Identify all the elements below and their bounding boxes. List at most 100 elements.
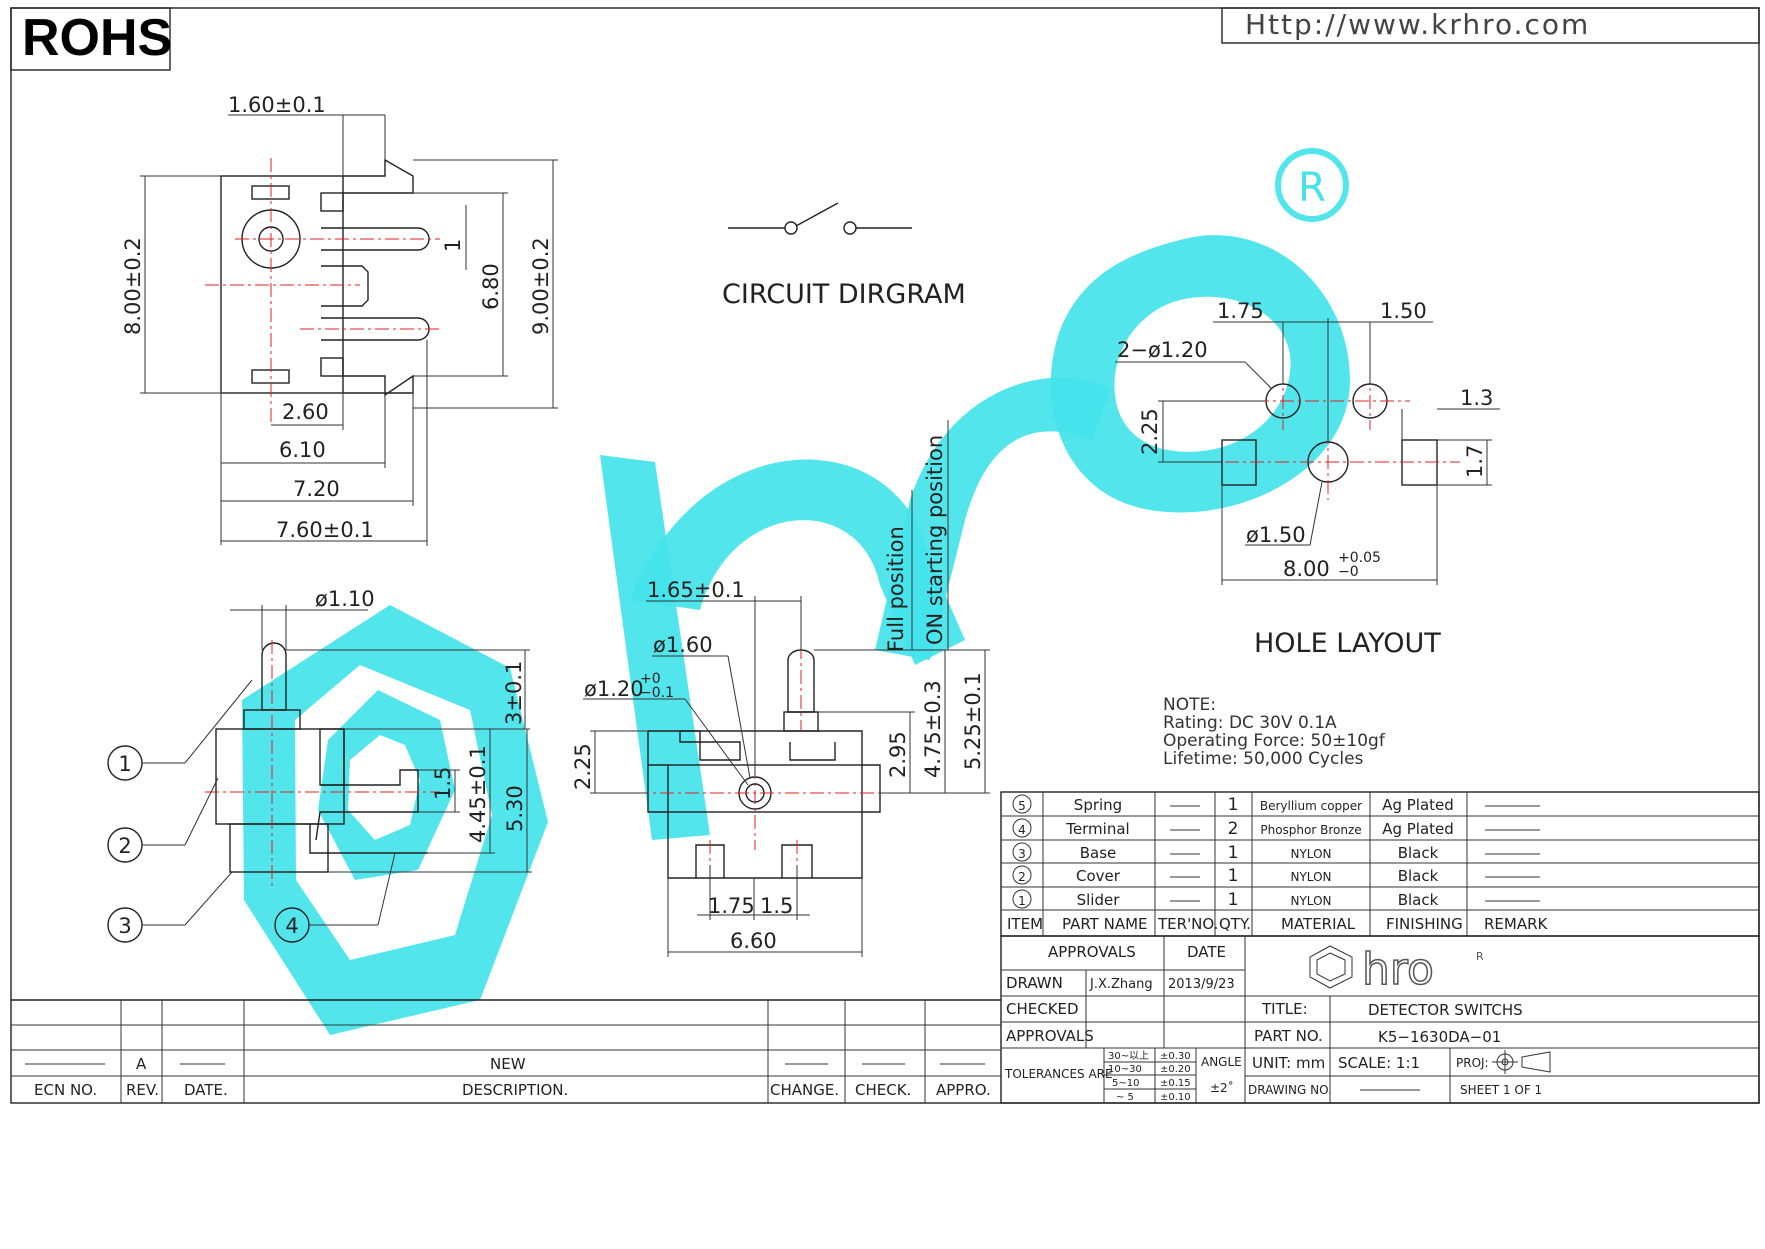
watermark-h [600, 455, 710, 840]
bom-finishing: Black [1398, 891, 1439, 909]
tb-unit: UNIT: mm [1252, 1054, 1325, 1072]
sheet-border [10, 7, 1760, 1104]
bom-material: NYLON [1291, 894, 1332, 908]
circuit-title: CIRCUIT DIRGRAM [722, 279, 966, 310]
dim-hole-1-3: 1.3 [1460, 386, 1493, 410]
logo-registered: R [1476, 950, 1484, 963]
dim-front-1-20-plus: +0 [640, 671, 661, 687]
dim-hole-2-25: 2.25 [1138, 408, 1162, 455]
bom-item-circle [1012, 794, 1032, 814]
rev-header-change: CHANGE. [770, 1081, 839, 1099]
bom-header-part-name: PART NAME [1062, 915, 1148, 933]
tb-tol-value-3: ±0.15 [1160, 1078, 1191, 1089]
bom-qty: 1 [1228, 890, 1239, 910]
rev-header-date: DATE. [184, 1081, 228, 1099]
label-full-position: Full position [884, 526, 908, 652]
callout-1: 1 [118, 752, 131, 776]
tb-approvals: APPROVALS [1048, 943, 1136, 961]
dim-hole-1-50-dia: ø1.50 [1246, 523, 1306, 547]
tb-drawn-by: J.X.Zhang [1089, 977, 1153, 992]
bom-item-number: 2 [1018, 870, 1026, 884]
rev-description-value: NEW [490, 1055, 526, 1073]
hole-layout-title: HOLE LAYOUT [1254, 628, 1441, 659]
tb-title-label: TITLE: [1261, 1000, 1308, 1018]
watermark-inner-hex [318, 690, 455, 880]
tb-date: DATE [1187, 943, 1226, 961]
front-view: 1.65±0.1 ø1.60 ø1.20 +0 −0.1 2.25 2.95 4… [571, 420, 990, 957]
tb-drawn-date: 2013/9/23 [1168, 977, 1235, 992]
bom-row: 1 Slider 1 NYLON Black [1012, 889, 1540, 910]
dim-side-4-45: 4.45±0.1 [466, 745, 490, 843]
dim-front-1-20-minus: −0.1 [640, 685, 674, 701]
tb-tol-range-4: ~ 5 [1116, 1092, 1134, 1103]
dim-side-1-10: ø1.10 [315, 587, 375, 611]
tb-tol-value-2: ±0.20 [1160, 1064, 1191, 1075]
dim-top-2-60: 2.60 [282, 400, 329, 424]
dim-top-9-00: 9.00±0.2 [529, 237, 553, 335]
tb-proj: PROJ: [1456, 1056, 1489, 1070]
company-url: Http://www.krhro.com [1245, 8, 1590, 41]
tb-angle: ANGLE [1201, 1055, 1242, 1069]
hole-layout: 1.75 1.50 2−ø1.20 1.3 2.25 1.7 ø1.50 8.0… [1115, 299, 1500, 659]
dim-front-2-25: 2.25 [571, 743, 595, 790]
bom-finishing: Black [1398, 844, 1439, 862]
bom-qty: 1 [1228, 795, 1239, 815]
circuit-diagram: CIRCUIT DIRGRAM [722, 202, 966, 310]
dim-top-7-60: 7.60±0.1 [276, 518, 374, 542]
watermark-o [1050, 235, 1350, 513]
dim-front-1-20: ø1.20 [584, 677, 644, 701]
watermark-logo: R [242, 148, 1350, 1035]
tb-title-value: DETECTOR SWITCHS [1368, 1001, 1523, 1019]
bom-item-number: 1 [1018, 894, 1026, 908]
note-force: Operating Force: 50±10gf [1163, 731, 1386, 751]
dim-front-1-5: 1.5 [760, 894, 793, 918]
bom-part-name: Base [1080, 844, 1117, 862]
bom-material: NYLON [1291, 870, 1332, 884]
dim-side-3: 3±0.1 [502, 661, 526, 725]
tb-checked: CHECKED [1006, 1000, 1079, 1018]
dim-hole-8-00-plus: +0.05 [1338, 550, 1381, 566]
tb-part-label: PART NO. [1254, 1027, 1323, 1045]
dim-hole-8-00-minus: −0 [1338, 564, 1359, 580]
url-box [1221, 7, 1760, 44]
bom-item-circle [1012, 865, 1032, 885]
revision-block: A NEW ECN NO. REV. DATE. DESCRIPTION. CH… [11, 999, 1001, 1103]
dim-top-8-00: 8.00±0.2 [121, 237, 145, 335]
company-logo: hro R [1309, 943, 1484, 996]
watermark-registered-ring [1275, 148, 1349, 222]
dim-front-2-95: 2.95 [886, 731, 910, 778]
bom-qty: 1 [1228, 843, 1239, 863]
rohs-box [10, 7, 171, 71]
rev-value: A [136, 1055, 147, 1073]
dim-hole-1-50: 1.50 [1380, 299, 1427, 323]
dim-front-4-75: 4.75±0.3 [921, 680, 945, 778]
tb-tol-range-1: 30~以上 [1108, 1050, 1149, 1062]
rev-header-ecn: ECN NO. [34, 1081, 97, 1099]
label-on-starting-position: ON starting position [923, 435, 947, 645]
dim-front-1-75: 1.75 [708, 894, 755, 918]
tb-approvals2: APPROVALS [1006, 1027, 1094, 1045]
tb-scale: SCALE: 1:1 [1338, 1054, 1420, 1072]
dim-side-5-30: 5.30 [503, 785, 527, 832]
notes: NOTE: Rating: DC 30V 0.1A Operating Forc… [1163, 695, 1386, 769]
tb-tol-value-1: ±0.30 [1160, 1051, 1191, 1062]
watermark-hex [242, 605, 548, 1035]
bom-header-remark: REMARK [1484, 915, 1549, 933]
dim-hole-8-00: 8.00 [1283, 557, 1330, 581]
note-title: NOTE: [1163, 695, 1216, 715]
bom-header-item: ITEM [1007, 915, 1043, 933]
bom-item-circle [1012, 842, 1032, 862]
rohs-label: ROHS [22, 9, 172, 67]
bom-part-name: Slider [1077, 891, 1121, 909]
dim-hole-2x1-20: 2−ø1.20 [1117, 338, 1208, 362]
title-block: APPROVALS DATE DRAWN J.X.Zhang 2013/9/23… [1000, 935, 1760, 1104]
rev-header-check: CHECK. [855, 1081, 911, 1099]
bom-header-material: MATERIAL [1281, 915, 1356, 933]
dim-top-1-60: 1.60±0.1 [228, 93, 326, 117]
dim-front-1-65: 1.65±0.1 [647, 578, 745, 602]
tb-tol-range-3: 5~10 [1112, 1078, 1139, 1089]
tb-part-value: K5−1630DA−01 [1378, 1028, 1501, 1046]
dim-top-6-80: 6.80 [479, 263, 503, 310]
